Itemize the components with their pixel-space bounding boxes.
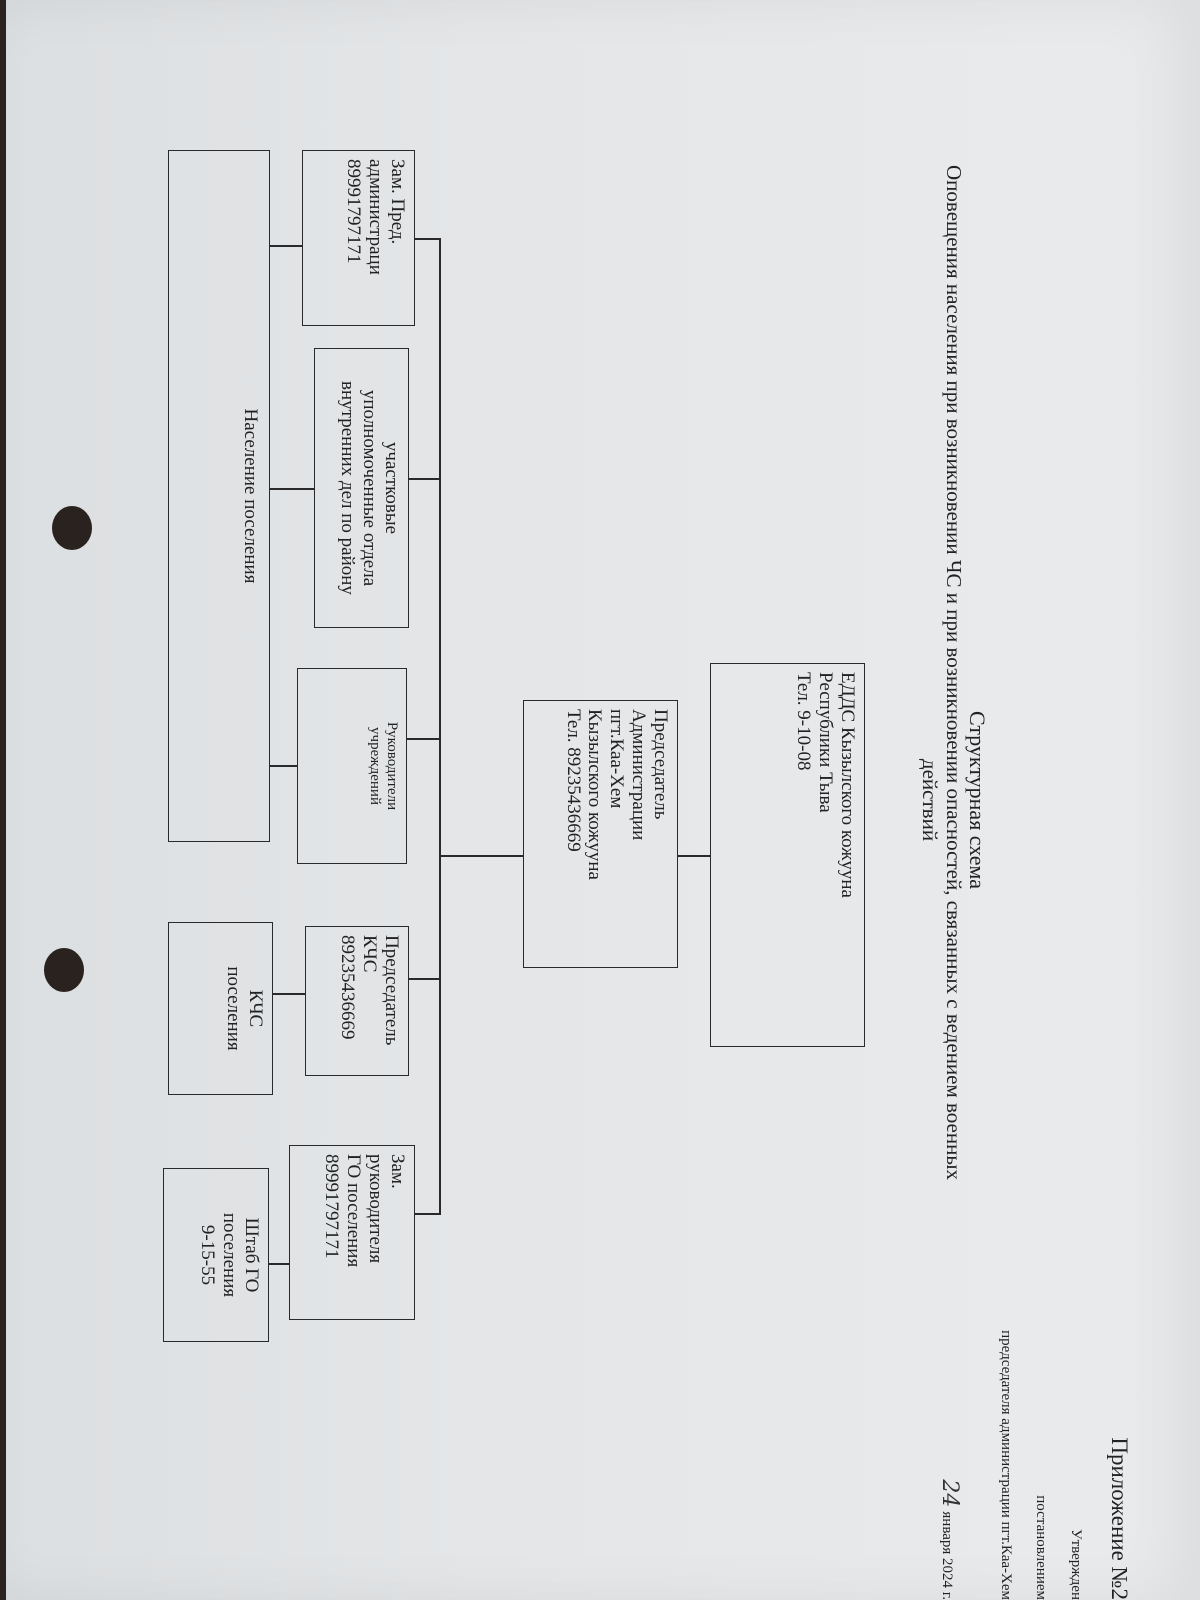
drop-heads [407,738,441,740]
population-box: Население поселения [168,150,270,842]
distribution-bus [439,238,441,1213]
approved-label: Утвержден [1068,1528,1084,1600]
connector-edds-chairman [678,855,710,857]
connector-to-kchs [273,993,305,995]
connector-police-population [270,488,314,490]
connector-to-hq-go [269,1263,289,1265]
connector-chairman-bus [441,855,523,857]
hq-go-box: Штаб ГО поселения 9-15-55 [163,1168,269,1342]
drop-deputy-admin [415,238,441,240]
connector-heads-population [270,765,297,767]
chairman-label: председателя администрации пгт.Каа-Хем [998,1330,1014,1600]
drop-kchs-chairman [409,978,441,980]
appendix-label: Приложение №2 [1107,1437,1132,1600]
edds-box: ЕДДС Кызылского кожууна Республики Тыва … [710,663,865,1047]
scheme-subtitle-2: действий [918,758,942,842]
scheme-subtitle-1: Оповещения населения при возникновении Ч… [942,165,966,1180]
police-box: участковые уполномоченные отдела внутрен… [314,348,409,628]
deputy-admin-box: Зам. Пред. администраци 89991797171 [302,150,415,326]
deputy-go-box: Зам. руководителя ГО поселения 899917971… [289,1145,415,1320]
kchs-box: КЧС поселения [168,922,273,1095]
punch-hole-bottom [44,948,84,992]
decree-label: постановлением [1033,1495,1049,1600]
drop-deputy-go [415,1213,441,1215]
kchs-chairman-box: Председатель КЧС 89235436669 [305,926,409,1076]
heads-box: Руководители учреждений [297,668,407,864]
document-sheet [6,0,1200,1600]
drop-police [409,478,441,480]
scheme-title: Структурная схема [965,710,990,890]
punch-hole-top [52,506,92,550]
chairman-box: Председатель Администрации пгт.Каа-Хем К… [523,700,678,968]
connector-to-population [270,245,302,247]
